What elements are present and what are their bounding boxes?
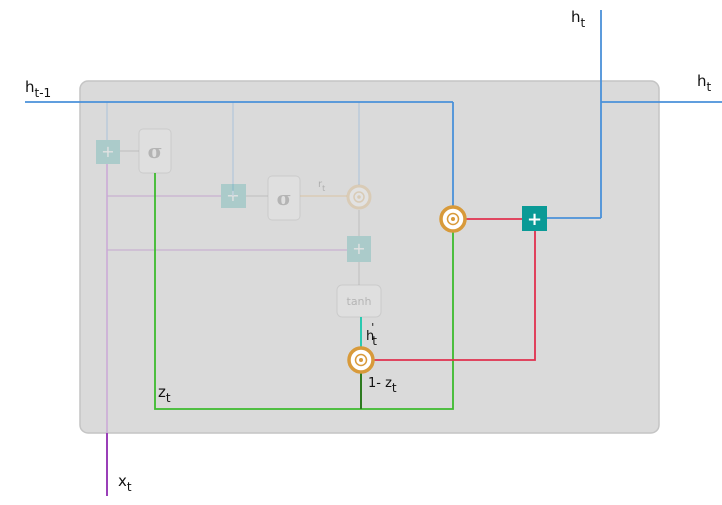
svg-text:+: +: [226, 186, 239, 205]
cell-box: [79, 80, 660, 434]
svg-text:tanh: tanh: [347, 295, 372, 308]
label-one-minus-z: 1- zt: [368, 376, 397, 395]
label-h-top: ht: [571, 8, 586, 30]
pointwise-add-icon: +: [522, 206, 547, 231]
svg-text:rt: rt: [318, 179, 325, 193]
faded-add-node-r: +: [221, 184, 246, 208]
svg-text:+: +: [101, 142, 114, 161]
label-z: zt: [158, 383, 171, 405]
label-h-right: ht: [697, 72, 712, 94]
faded-sigma-gate-z: σ: [138, 128, 172, 174]
update-gate-line: [154, 173, 454, 410]
faded-sigma-gate-r: σ: [267, 175, 301, 221]
label-h-candidate: h't: [366, 321, 377, 348]
label-x: xt: [118, 472, 132, 494]
faded-r-label: rt: [318, 179, 325, 193]
faded-tanh-gate: tanh: [336, 284, 382, 318]
hadamard-product-icon: [439, 205, 467, 233]
svg-text:+: +: [352, 239, 365, 258]
faded-mult-node-r: [346, 184, 372, 210]
faded-add-node-z: +: [96, 140, 120, 164]
mult-to-add-line-bottom: [373, 230, 536, 361]
svg-text:σ: σ: [277, 186, 292, 210]
faded-reset-path: [106, 102, 360, 285]
svg-text:σ: σ: [148, 139, 163, 163]
svg-text:+: +: [527, 209, 542, 230]
label-h-prev: ht-1: [25, 78, 51, 100]
faded-add-node-h: +: [347, 236, 371, 262]
hadamard-product-icon: [347, 346, 375, 374]
